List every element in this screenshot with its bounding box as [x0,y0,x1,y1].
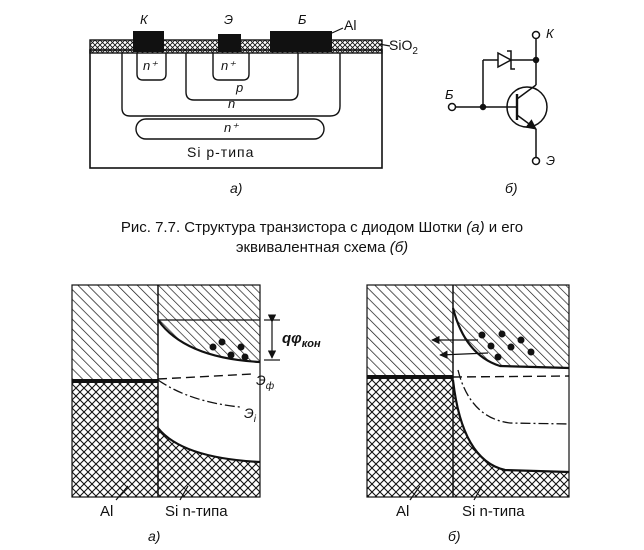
p-region-outline [185,53,299,101]
substrate-label: Si p-типа [187,144,255,160]
valence-band-b [453,380,569,497]
collector-label: К [140,12,148,27]
base-electrode [270,31,332,52]
collector-electrode [133,31,164,52]
band-diagram-a [71,284,280,501]
fermi-semiconductor-a [157,373,253,380]
fig1-sub-b: б) [505,180,518,196]
conduction-band-b [453,285,569,368]
n-plus-collector-region [136,53,167,81]
circuit-base-label: Б [445,87,454,102]
circuit-collector-label: К [546,26,554,41]
collector-terminal [531,30,541,40]
intrinsic-level-a [157,379,241,408]
fermi-label: Эф [256,372,275,392]
figure-caption-line1: Рис. 7.7. Структура транзистора с диодом… [120,219,524,236]
metal-label-a: Al [100,503,114,520]
fermi-semiconductor-b [452,375,570,378]
semiconductor-label-a: Si n-типа [165,503,228,520]
metal-label-b: Al [396,503,410,520]
al-label: Al [344,17,357,33]
metal-cross-bottom-b [367,377,453,497]
base-junction-dot [479,103,487,111]
fig2-sub-b: б) [448,528,461,544]
valence-band-a [158,428,260,497]
n-plus-emitter-label: n⁺ [221,58,236,73]
emitter-electrode [218,34,241,52]
intrinsic-label: Эi [244,405,256,425]
sio2-leader [378,43,391,47]
metal-hatch-top [72,285,158,381]
schottky-bar [507,50,515,70]
emitter-terminal [531,156,541,166]
fig1-sub-a: а) [230,180,243,196]
electron-flow-arrow-2 [439,350,489,359]
schottky-diode-symbol [497,51,513,69]
base-label: Б [298,12,307,27]
p-region-label: p [236,80,244,95]
band-diagram-b [366,284,570,501]
al-leader [331,27,344,34]
barrier-label: qφкон [282,330,321,350]
collector-lead [516,84,537,100]
n-plus-buried-layer [135,118,325,140]
base-terminal [447,102,457,112]
emitter-lead [516,114,537,130]
n-plus-collector-label: n⁺ [143,58,158,73]
equivalent-circuit [447,30,548,166]
emitter-label: Э [224,12,234,27]
n-plus-buried-label: n⁺ [224,120,239,135]
electrons-b [478,330,535,361]
intrinsic-level-b [457,369,570,425]
metal-hatch-top-b [367,285,453,377]
n-region-label: n [228,96,236,111]
conduction-band-a [158,285,260,362]
figure-caption-line2: эквивалентная схема (б) [235,239,409,256]
n-plus-emitter-region [212,53,250,81]
collector-junction-dot [532,56,540,64]
sio2-label: SiO2 [389,37,418,57]
metal-cross-bottom [72,381,158,497]
electrons-a [209,338,249,361]
n-region-outline [121,53,341,117]
semiconductor-label-b: Si n-типа [462,503,525,520]
circuit-emitter-label: Э [546,153,556,168]
transistor-structure [89,27,391,169]
fig2-sub-a: а) [148,528,161,544]
